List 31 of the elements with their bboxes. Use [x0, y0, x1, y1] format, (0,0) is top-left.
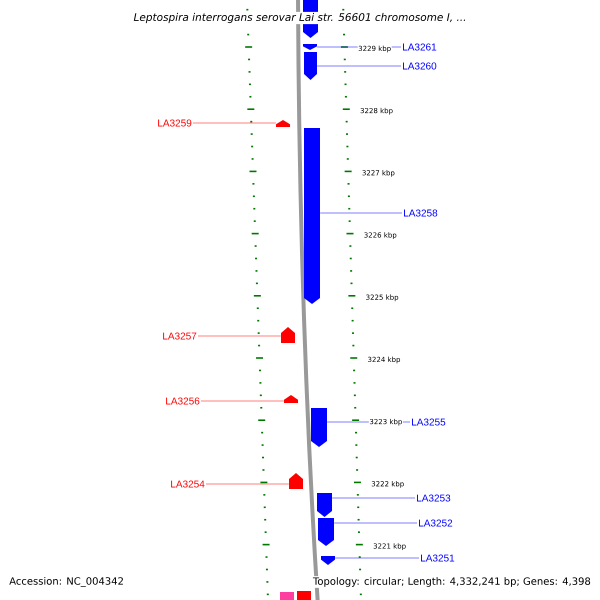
gene-label: LA3260 [403, 62, 436, 70]
gene-feature [289, 473, 303, 489]
gene-label: LA3251 [421, 554, 454, 562]
gene-feature [318, 518, 334, 546]
title: Leptospira interrogans serovar Lai str. 56601 chromosome I, ... [132, 12, 468, 24]
gene-label: LA3258 [404, 209, 438, 217]
gene-feature [281, 327, 295, 343]
leader-line [334, 522, 418, 524]
gene-feature [280, 592, 294, 600]
gene-feature [303, 44, 317, 50]
gene-label: LA3257 [163, 332, 196, 340]
gene-label: LA3256 [166, 397, 200, 405]
gene-feature [276, 120, 290, 127]
gene-feature [297, 591, 311, 600]
gene-label: LA3253 [417, 494, 450, 502]
gene-feature [304, 52, 317, 80]
topology-text: Topology: circular; Length: 4,332,241 bp; Genes: 4,398 [312, 576, 592, 588]
gene-feature [317, 493, 332, 517]
leader-line [192, 122, 276, 124]
gene-feature [311, 408, 327, 447]
leader-line [320, 212, 402, 214]
gene-feature [321, 556, 335, 565]
gene-label: LA3254 [171, 480, 204, 488]
gene-label: LA3261 [403, 43, 436, 51]
gene-feature [284, 395, 298, 403]
gene-label: LA3255 [412, 418, 446, 426]
gene-feature [304, 128, 320, 304]
gene-label: LA3259 [158, 119, 192, 127]
leader-line [200, 400, 284, 402]
gene-label: LA3252 [419, 519, 452, 527]
accession-text: Accession: NC_004342 [9, 577, 123, 587]
